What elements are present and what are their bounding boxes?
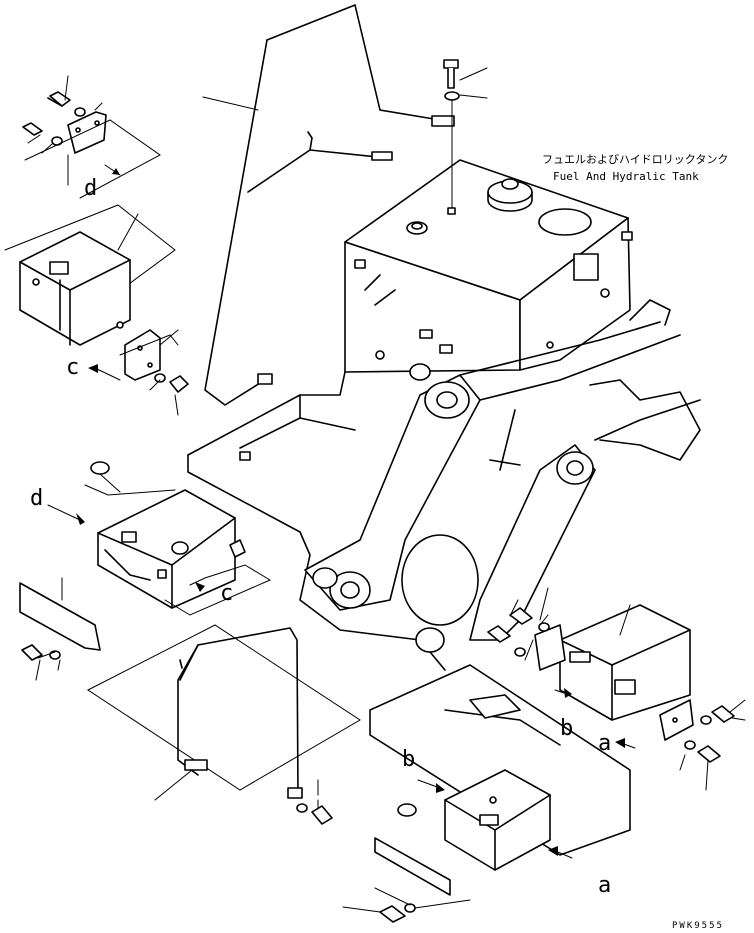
bolt-upper [443, 59, 460, 215]
revolving-frame [187, 299, 701, 671]
ref-letter-c-lower: c [220, 581, 233, 606]
cover-plate-d [22, 91, 161, 199]
ref-letter-b-lower: b [402, 747, 415, 772]
ref-letter-c-upper: c [66, 355, 79, 380]
ref-letter-d-lower: d [30, 486, 43, 511]
ref-letter-d-upper: d [84, 176, 97, 201]
drawing-code: PWK9555 [672, 921, 724, 931]
title-english: Fuel And Hydralic Tank [553, 170, 699, 183]
cover-box-a-upper [487, 604, 735, 763]
cover-box-right-lower [369, 664, 631, 923]
ref-letter-a-lower: a [598, 873, 611, 898]
handrail-lower [87, 624, 361, 825]
title-japanese: フュエルおよびハイドロリックタンク [542, 153, 728, 166]
fuel-hydraulic-tank [344, 159, 633, 373]
cover-box-left-lower [47, 461, 272, 616]
handrail-upper [204, 4, 455, 406]
ref-letter-b-upper: b [560, 716, 573, 741]
cover-box-c [4, 204, 189, 393]
ref-letter-a-upper: a [598, 731, 611, 756]
cover-plate-left-lower [19, 582, 101, 661]
leader-lines [27, 67, 746, 913]
